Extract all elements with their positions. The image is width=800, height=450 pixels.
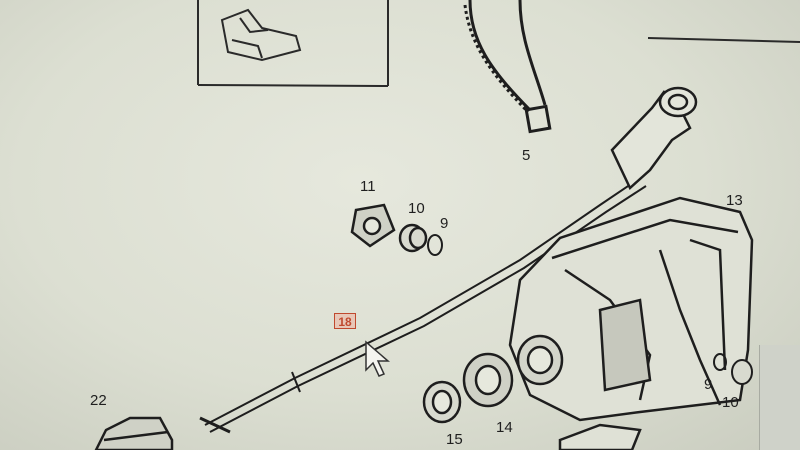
- inset-bracket-part: [220, 8, 302, 62]
- callout-9: 9: [440, 215, 449, 232]
- callout-11: 11: [360, 178, 376, 195]
- part-22-boot: [94, 416, 174, 450]
- callout-10-right: 10: [722, 394, 739, 411]
- callout-9-right: 9: [704, 376, 713, 393]
- vertical-scrollbar[interactable]: [759, 345, 800, 450]
- callout-5: 5: [522, 147, 531, 164]
- diagram-border-line: [647, 37, 800, 43]
- part-10-sleeve-right: [731, 359, 753, 385]
- callout-15: 15: [446, 431, 463, 448]
- part-5-cable-tie: [463, 0, 552, 134]
- callout-18-highlighted[interactable]: 18: [334, 313, 356, 329]
- part-11-bushing: [350, 203, 396, 248]
- part-18-shift-rod: [199, 177, 647, 434]
- callout-10: 10: [408, 200, 425, 217]
- part-13-shifter-housing: [508, 196, 754, 422]
- inset-box: [197, 0, 389, 87]
- callout-14: 14: [496, 419, 513, 436]
- mouse-pointer-icon: [365, 340, 391, 377]
- part-14-gear: [462, 352, 514, 408]
- part-9-ring-right: [713, 353, 727, 371]
- part-9-ring: [427, 234, 443, 256]
- callout-22: 22: [90, 392, 107, 409]
- part-10-sleeve: [398, 223, 428, 253]
- bottom-base-part: [558, 423, 642, 450]
- callout-13: 13: [726, 192, 743, 209]
- part-15-sleeve: [422, 380, 462, 424]
- shift-lever-arm: [610, 86, 698, 191]
